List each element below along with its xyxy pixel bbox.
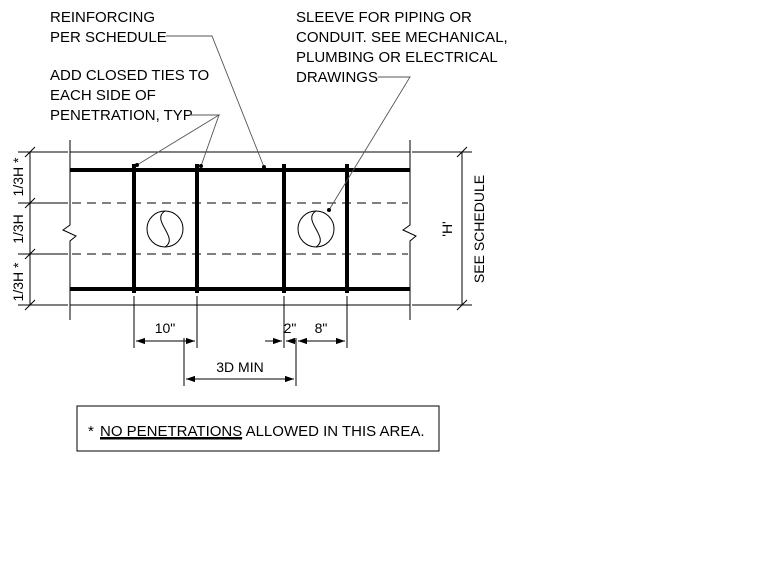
beam-outline <box>62 140 417 320</box>
reinforcing <box>70 164 410 293</box>
note-line: EACH SIDE OF <box>50 87 156 104</box>
note-closed-ties: ADD CLOSED TIES TO EACH SIDE OF PENETRAT… <box>50 67 209 124</box>
leaders <box>135 35 411 212</box>
sleeve-leader <box>328 76 411 211</box>
dim-sleeve-spacing-label: 8" <box>315 320 328 336</box>
note-line: DRAWINGS <box>296 69 378 86</box>
legend-box <box>76 405 440 452</box>
legend-underlined: NO PENETRATIONS <box>100 423 242 440</box>
tie-leader-2 <box>200 114 220 167</box>
note-line: PENETRATION, TYP <box>50 107 193 124</box>
left-dimensions: 1/3H * 1/3H 1/3H * <box>10 146 68 311</box>
sleeve-left <box>146 210 184 248</box>
dim-sleeve-gap-label: 2" <box>284 320 297 336</box>
dim-label-middle: 1/3H <box>10 214 26 244</box>
dim-label-bottom: 1/3H * <box>10 262 26 301</box>
third-point-lines <box>72 202 408 255</box>
dim-tick <box>24 248 36 260</box>
dim-tie-spacing-label: 10" <box>155 320 176 336</box>
height-label: 'H' <box>439 221 455 236</box>
schedule-label: SEE SCHEDULE <box>471 175 487 283</box>
right-dimension: 'H' SEE SCHEDULE <box>412 146 487 311</box>
leader-dot <box>327 208 331 212</box>
note-line: PLUMBING OR ELECTRICAL <box>296 49 498 66</box>
note-reinforcing: REINFORCING PER SCHEDULE <box>50 9 167 46</box>
leader-dot <box>199 164 203 168</box>
dim-tick <box>24 299 36 311</box>
dim-label-top: 1/3H * <box>10 157 26 196</box>
note-line: PER SCHEDULE <box>50 29 167 46</box>
legend-asterisk: * <box>88 423 94 440</box>
dim-tick <box>456 146 468 158</box>
beam-right-break <box>402 140 417 320</box>
dim-tick <box>24 146 36 158</box>
leader-dot <box>262 165 266 169</box>
legend-rest: ALLOWED IN THIS AREA. <box>242 423 424 440</box>
dim-tick <box>456 299 468 311</box>
sleeve-pipe-symbol <box>311 210 321 248</box>
leader-dot <box>135 163 139 167</box>
sleeve-right <box>297 210 335 248</box>
dim-min-spacing-label: 3D MIN <box>216 359 263 375</box>
note-line: REINFORCING <box>50 9 155 26</box>
note-sleeve: SLEEVE FOR PIPING OR CONDUIT. SEE MECHAN… <box>296 9 508 86</box>
legend-text: * NO PENETRATIONS ALLOWED IN THIS AREA. <box>88 423 425 440</box>
legend: * NO PENETRATIONS ALLOWED IN THIS AREA. <box>76 405 440 452</box>
bottom-dimensions: 10" 2" 8" 3D MIN <box>133 296 348 386</box>
reinforcing-leader <box>166 35 265 168</box>
sleeve-pipe-symbol <box>160 210 170 248</box>
dim-tick <box>24 197 36 209</box>
note-line: SLEEVE FOR PIPING OR <box>296 9 472 26</box>
beam-left-break <box>62 140 77 320</box>
note-line: ADD CLOSED TIES TO <box>50 67 209 84</box>
note-line: CONDUIT. SEE MECHANICAL, <box>296 29 508 46</box>
